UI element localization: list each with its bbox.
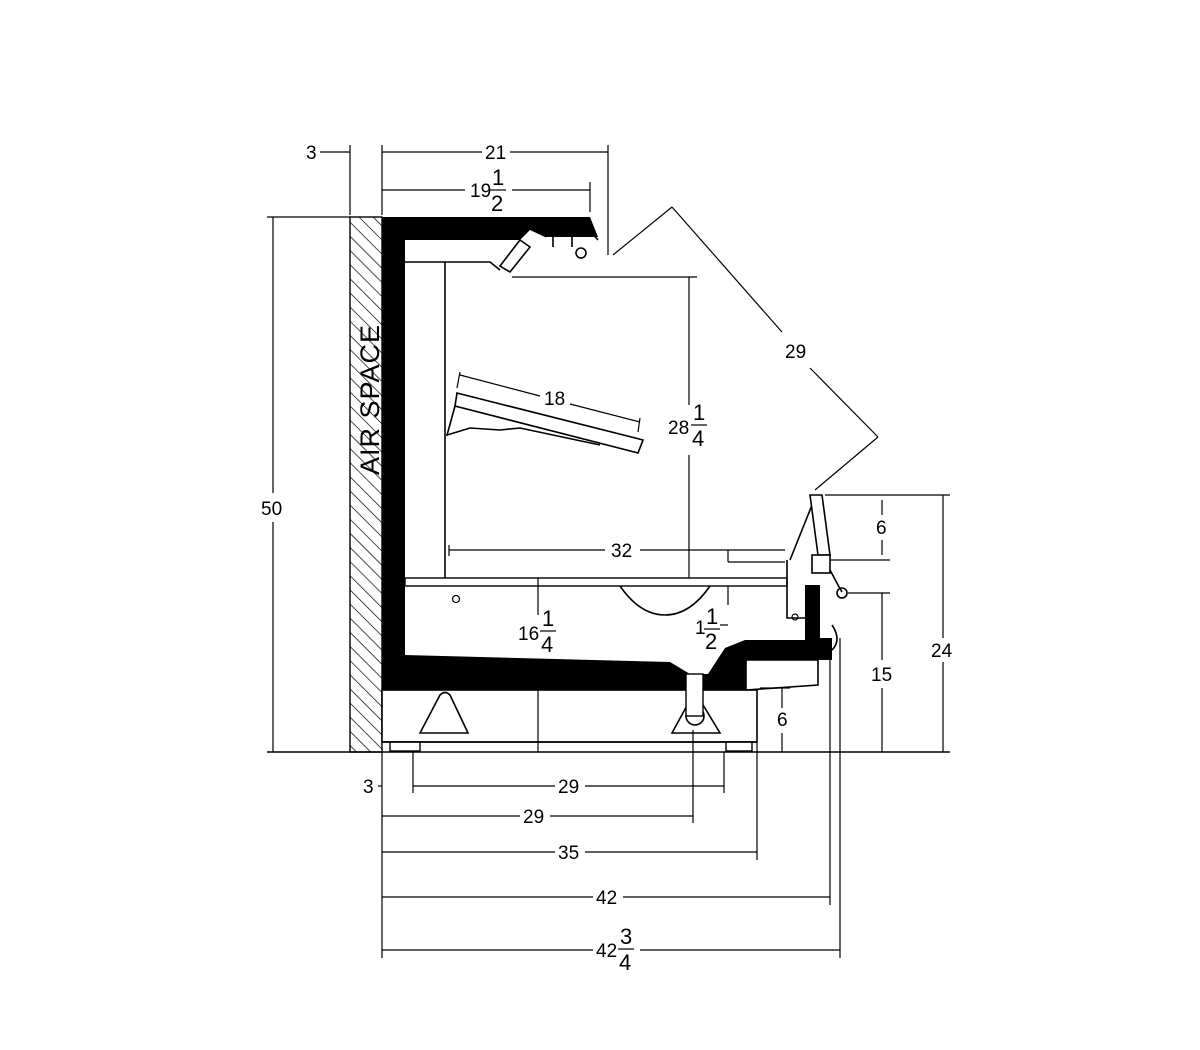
dim-top-inner-width-den: 2	[491, 191, 503, 216]
dim-top-inner-width-whole: 19	[470, 181, 491, 202]
dim-top-inner-width: 19 1 2	[470, 165, 506, 216]
wall-air-space	[349, 216, 383, 753]
dim-bottom-base-depth: 35	[558, 843, 579, 864]
dim-display-height-whole: 28	[668, 418, 689, 439]
air-space-label: AIR SPACE	[355, 324, 385, 475]
dim-deck-height-num: 1	[542, 606, 554, 631]
dim-front-height: 24	[931, 641, 953, 662]
dim-bottom-max-depth-whole: 42	[596, 941, 617, 962]
canopy-light	[405, 224, 599, 585]
dim-display-height-den: 4	[692, 426, 704, 451]
dim-shelf-length: 18	[544, 389, 565, 410]
dim-overall-height: 50	[261, 499, 282, 520]
dim-deck-thickness: 1 1 2	[695, 604, 720, 654]
dim-bottom-left-offset: 3	[363, 777, 374, 798]
dim-deck-height: 16 1 4	[518, 606, 556, 657]
dim-deck-depth: 32	[611, 541, 632, 562]
dim-bottom-max-depth-den: 4	[619, 950, 631, 975]
dim-deck-height-whole: 16	[518, 624, 539, 645]
dim-bottom-drain-distance: 29	[523, 807, 544, 828]
dim-deck-thickness-num: 1	[706, 604, 718, 629]
dim-deck-thickness-whole: 1	[695, 618, 706, 639]
dim-bottom-max-depth: 42 3 4	[596, 924, 634, 975]
dim-display-height-num: 1	[693, 400, 705, 425]
dim-bottom-max-depth-num: 3	[620, 924, 632, 949]
dim-deck-thickness-den: 2	[705, 629, 717, 654]
base-details	[382, 673, 757, 752]
dim-bottom-overall-depth: 42	[596, 888, 617, 909]
dim-top-gap: 3	[306, 143, 317, 164]
dimension-lines	[267, 145, 950, 958]
front-glass	[789, 494, 848, 651]
dim-glass-length: 29	[785, 342, 806, 363]
dim-top-inner-width-num: 1	[492, 165, 504, 190]
case-body	[381, 217, 832, 743]
dim-front-rail-height: 6	[876, 518, 887, 539]
dim-top-overall-width: 21	[485, 143, 506, 164]
dim-display-height: 28 1 4	[668, 400, 707, 451]
display-deck	[404, 560, 805, 621]
dim-deck-height-den: 4	[541, 632, 553, 657]
dim-bottom-leg-span: 29	[558, 777, 579, 798]
shelf	[445, 392, 645, 454]
dim-base-height: 6	[777, 710, 788, 731]
dim-front-lower-height: 15	[871, 665, 892, 686]
